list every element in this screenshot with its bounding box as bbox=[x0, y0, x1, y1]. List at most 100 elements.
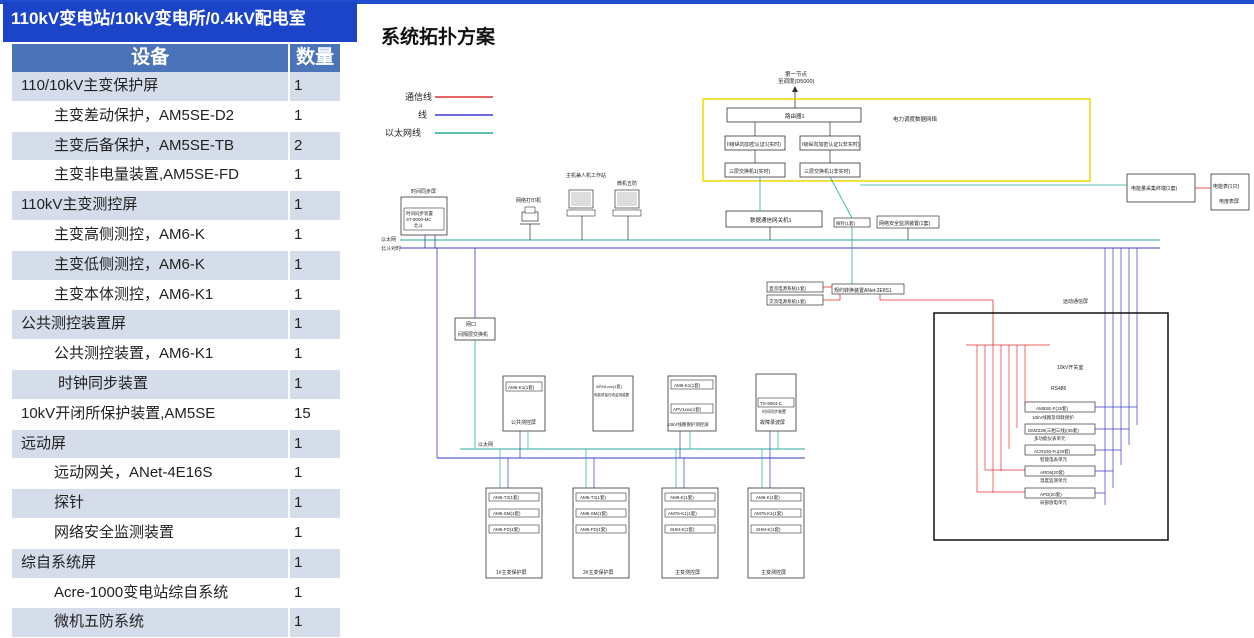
energy-terminal-box bbox=[1126, 173, 1196, 203]
legend-line-label: 线 bbox=[418, 109, 427, 120]
panel4-title: 故障录波屏 bbox=[760, 419, 785, 426]
meter-screen-label: 电度表屏 bbox=[1219, 198, 1239, 205]
ethernet-bus-label: 以太网 bbox=[381, 236, 396, 243]
equipment-name: 远动屏 bbox=[21, 434, 67, 452]
cab3-device-c: SHM-K(1套) bbox=[670, 526, 695, 533]
topology-diagram: 通信线 线 以太网线 第一节点 至调度(D5000) 电力调度数据网络 路由器1… bbox=[381, 70, 1250, 579]
equipment-qty: 1 bbox=[288, 459, 340, 489]
cab1-device-c: AM5-FD(1套) bbox=[493, 526, 520, 533]
time-sync-screen-label: 时间同步屏 bbox=[411, 188, 436, 195]
equipment-qty: 1 bbox=[288, 72, 340, 101]
gateway-label: 数据通信网关机1 bbox=[750, 216, 792, 224]
cab2-title: 2#主变保护屏 bbox=[583, 569, 614, 576]
equipment-qty: 1 bbox=[288, 191, 340, 220]
equipment-name: 10kV开闭所保护装置,AM5SE bbox=[21, 404, 216, 422]
equipment-name: 主变本体测控，AM6-K1 bbox=[54, 285, 214, 303]
equipment-qty: 1 bbox=[288, 578, 340, 608]
header-equipment: 设备 bbox=[131, 47, 170, 68]
beidou-bus-label: 北斗对时 bbox=[381, 245, 401, 252]
dispatch-label-2: 至调度(D5000) bbox=[778, 77, 815, 85]
cabinet-2: AM5-T2(1套) AM5-SM(1套) AM5-FD(1套) 2#主变保护屏 bbox=[572, 487, 630, 579]
panel4-sub: 时间同步装置 bbox=[762, 408, 786, 414]
cab2-device-c: AM5-FD(1套) bbox=[580, 526, 607, 533]
header-quantity: 数量 bbox=[288, 44, 340, 72]
router-box bbox=[726, 107, 862, 123]
equipment-qty: 1 bbox=[288, 280, 340, 310]
probe-label: 探针(1套) bbox=[836, 220, 856, 227]
auth-label-2: I级纵向加密认证1(非实时) bbox=[802, 141, 860, 148]
cab1-title: 1#主变保护屏 bbox=[496, 569, 527, 576]
dev5-label: APD(20套) bbox=[1040, 491, 1062, 498]
cab3-device-a: AM6-K(1套) bbox=[670, 494, 694, 501]
dc-system-label: 直流电源系统(1套) bbox=[769, 285, 807, 292]
interval-switch-label-1: 网口 bbox=[466, 322, 476, 328]
equipment-qty: 1 bbox=[288, 310, 340, 340]
equipment-name: 综自系统屏 bbox=[21, 553, 97, 571]
time-sync-model-label: ST-9000-MC bbox=[406, 217, 432, 222]
router-label: 路由器1 bbox=[785, 112, 805, 120]
cab4-device-b: AM76-K1(1套) bbox=[754, 510, 783, 517]
equipment-qty: 1 bbox=[288, 608, 340, 638]
cabinet-1: AM5-T2(1套) AM5-SM(1套) AM5-FD(1套) 1#主变保护屏 bbox=[485, 487, 543, 579]
equipment-name: 110/10kV主变保护屏 bbox=[21, 77, 159, 94]
equipment-name: 主变低侧测控，AM6-K bbox=[54, 255, 205, 273]
cab1-device-b: AM5-SM(1套) bbox=[493, 510, 521, 517]
eth2-label: 以太网 bbox=[478, 441, 493, 448]
operator-ws-label-1: 主机兼人机工作站 bbox=[566, 172, 606, 179]
panel4-device: TS-9064-C bbox=[760, 401, 783, 406]
equipment-name: 公共测控装置屏 bbox=[21, 315, 127, 333]
time-sync-sub-label: 北斗 bbox=[414, 222, 423, 229]
protocol-converter-box bbox=[831, 283, 905, 295]
comm-link bbox=[879, 294, 994, 345]
protocol-converter-label: 规约转换装置ANet-2E8S1 bbox=[834, 287, 892, 294]
dispatch-arrow bbox=[792, 86, 798, 92]
panel2-device-label: APM1xxx(1套) bbox=[596, 383, 622, 389]
energy-terminal-label: 电能量采集终端(1套) bbox=[1131, 185, 1177, 192]
equipment-qty: 1 bbox=[288, 518, 340, 548]
diagram-title: 系统拓扑方案 bbox=[381, 27, 496, 48]
equipment-name: 主变非电量装置,AM5SE-FD bbox=[54, 166, 240, 184]
page-title: 110kV变电站/10kV变电所/0.4kV配电室 bbox=[3, 2, 357, 42]
public-measure-device bbox=[505, 381, 543, 392]
ac-system-label: 交流电源系统(1套) bbox=[769, 298, 807, 305]
table-row: 网络安全监测装置 1 bbox=[12, 518, 340, 549]
printer-icon bbox=[520, 206, 540, 225]
equipment-name: 网络安全监测装置 bbox=[54, 523, 175, 541]
equipment-name: 探针 bbox=[54, 494, 85, 512]
dev3-label: ACR230-Fu(20套) bbox=[1034, 448, 1071, 455]
table-row: 110/10kV主变保护屏 1 bbox=[12, 72, 340, 102]
dev4-label: ARD6(20套) bbox=[1040, 469, 1065, 476]
equipment-qty: 1 bbox=[288, 429, 340, 459]
cabinet-4: AM6-K(1套) AM76-K1(1套) SHM-K(1套) 主变测控屏 bbox=[747, 487, 805, 579]
interval-switch-label-2: 间隔层交换机 bbox=[458, 331, 488, 338]
top-accent-bar bbox=[0, 0, 1254, 4]
equipment-name: 公共测控装置，AM6-K1 bbox=[54, 345, 214, 363]
legend-ethernet-label: 以太网线 bbox=[385, 127, 421, 138]
switch-label-b: 三层交换机1(非实时) bbox=[804, 168, 850, 175]
cab4-device-a: AM6-K(1套) bbox=[756, 494, 780, 501]
equipment-name: 主变后备保护，AM5SE-TB bbox=[54, 136, 235, 154]
equipment-qty: 1 bbox=[288, 489, 340, 518]
legend: 通信线 线 以太网线 bbox=[385, 91, 493, 138]
dev5-sub: 局部放电单元 bbox=[1040, 499, 1067, 506]
rs485-label: RS485 bbox=[1051, 386, 1067, 392]
dispatch-label-1: 第一节点 bbox=[785, 70, 808, 78]
five-prevent-icon bbox=[612, 189, 642, 217]
equipment-qty: 1 bbox=[288, 548, 340, 578]
cab3-title: 主变测控屏 bbox=[675, 569, 700, 576]
table-row: 主变本体测控，AM6-K1 1 bbox=[12, 280, 340, 311]
dispatch-network-box bbox=[702, 98, 1091, 182]
line-protect-device-2 bbox=[670, 403, 714, 414]
panel1-device-label: AM6-K1(1套) bbox=[508, 384, 535, 391]
cab1-device-a: AM5-T2(1套) bbox=[493, 494, 520, 501]
table-row: 探针 1 bbox=[12, 489, 340, 519]
